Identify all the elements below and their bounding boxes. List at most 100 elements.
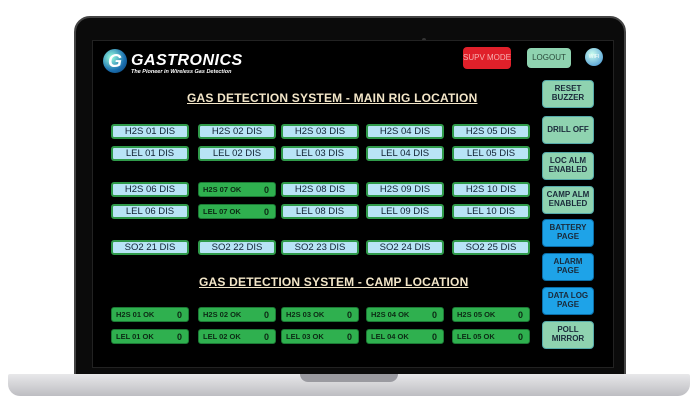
logo-globe-icon: G <box>103 49 127 73</box>
sensor-tile[interactable]: LEL 10 DIS <box>452 204 530 219</box>
sensor-value: 0 <box>263 331 269 342</box>
side-button-loc-alm-enabled[interactable]: LOC ALM ENABLED <box>542 152 594 180</box>
sensor-tile[interactable]: LEL 01 OK 0 <box>111 329 189 344</box>
sensor-label: H2S 02 DIS <box>211 126 263 137</box>
sensor-label: LEL 05 OK <box>457 332 495 341</box>
sensor-tile[interactable]: H2S 06 DIS <box>111 182 189 197</box>
sensor-label: LEL 10 DIS <box>466 206 516 217</box>
sensor-value: 0 <box>263 206 269 217</box>
sensor-tile[interactable]: H2S 10 DIS <box>452 182 530 197</box>
sensor-tile[interactable]: H2S 05 OK 0 <box>452 307 530 322</box>
side-button-battery-page[interactable]: BATTERY PAGE <box>542 219 594 247</box>
side-button-drill-off[interactable]: DRILL OFF <box>542 116 594 144</box>
sensor-value: 0 <box>263 184 269 195</box>
sensor-value: 0 <box>431 331 437 342</box>
side-button-reset-buzzer[interactable]: RESET BUZZER <box>542 80 594 108</box>
sensor-tile[interactable]: H2S 02 OK 0 <box>198 307 276 322</box>
wifi-icon[interactable]: WIFI <box>585 48 603 66</box>
hmi-screen: G GASTRONICS The Pioneer in Wireless Gas… <box>92 40 614 368</box>
brand-name: GASTRONICS <box>131 52 243 69</box>
laptop-base <box>8 374 690 396</box>
logout-button[interactable]: LOGOUT <box>527 48 571 68</box>
sensor-tile[interactable]: LEL 02 OK 0 <box>198 329 276 344</box>
side-button-alarm-page[interactable]: ALARM PAGE <box>542 253 594 281</box>
sensor-label: LEL 05 DIS <box>466 148 516 159</box>
sensor-tile[interactable]: LEL 03 DIS <box>281 146 359 161</box>
sensor-tile[interactable]: LEL 02 DIS <box>198 146 276 161</box>
sensor-label: SO2 25 DIS <box>465 242 517 253</box>
sensor-label: H2S 05 DIS <box>465 126 517 137</box>
sensor-label: H2S 06 DIS <box>124 184 176 195</box>
sensor-label: LEL 01 DIS <box>125 148 175 159</box>
sensor-value: 0 <box>517 309 523 320</box>
sensor-label: H2S 09 DIS <box>379 184 431 195</box>
supv-mode-button[interactable]: SUPV MODE <box>463 47 511 69</box>
sensor-label: H2S 10 DIS <box>465 184 517 195</box>
sensor-tile[interactable]: H2S 01 DIS <box>111 124 189 139</box>
sensor-tile[interactable]: H2S 03 DIS <box>281 124 359 139</box>
camp-title: GAS DETECTION SYSTEM - CAMP LOCATION <box>199 275 469 289</box>
sensor-label: H2S 04 DIS <box>379 126 431 137</box>
sensor-label: LEL 03 OK <box>286 332 324 341</box>
sensor-label: LEL 04 DIS <box>380 148 430 159</box>
sensor-tile[interactable]: H2S 08 DIS <box>281 182 359 197</box>
sensor-tile[interactable]: H2S 05 DIS <box>452 124 530 139</box>
side-button-data-log-page[interactable]: DATA LOG PAGE <box>542 287 594 315</box>
sensor-tile[interactable]: H2S 09 DIS <box>366 182 444 197</box>
sensor-label: H2S 02 OK <box>203 310 242 319</box>
sensor-label: LEL 01 OK <box>116 332 154 341</box>
sensor-label: LEL 09 DIS <box>380 206 430 217</box>
sensor-label: H2S 05 OK <box>457 310 496 319</box>
laptop-notch <box>300 374 398 382</box>
sensor-tile[interactable]: SO2 24 DIS <box>366 240 444 255</box>
sensor-tile[interactable]: H2S 04 DIS <box>366 124 444 139</box>
sensor-tile[interactable]: LEL 03 OK 0 <box>281 329 359 344</box>
sensor-label: LEL 03 DIS <box>295 148 345 159</box>
sensor-value: 0 <box>176 331 182 342</box>
sensor-tile[interactable]: SO2 23 DIS <box>281 240 359 255</box>
sensor-value: 0 <box>176 309 182 320</box>
sensor-tile[interactable]: LEL 05 DIS <box>452 146 530 161</box>
sensor-label: SO2 22 DIS <box>211 242 263 253</box>
sensor-label: LEL 07 OK <box>203 207 241 216</box>
sensor-tile[interactable]: SO2 25 DIS <box>452 240 530 255</box>
sensor-label: LEL 02 OK <box>203 332 241 341</box>
sensor-label: LEL 04 OK <box>371 332 409 341</box>
sensor-label: LEL 02 DIS <box>212 148 262 159</box>
sensor-label: H2S 01 OK <box>116 310 155 319</box>
sensor-label: SO2 21 DIS <box>124 242 176 253</box>
sensor-tile[interactable]: LEL 06 DIS <box>111 204 189 219</box>
main-rig-title: GAS DETECTION SYSTEM - MAIN RIG LOCATION <box>187 91 478 105</box>
side-button-poll-mirror[interactable]: POLL MIRROR <box>542 321 594 349</box>
sensor-value: 0 <box>346 309 352 320</box>
tagline: The Pioneer in Wireless Gas Detection <box>131 69 232 75</box>
side-button-camp-alm-enabled[interactable]: CAMP ALM ENABLED <box>542 186 594 214</box>
sensor-tile[interactable]: LEL 04 DIS <box>366 146 444 161</box>
sensor-label: LEL 08 DIS <box>295 206 345 217</box>
sensor-label: H2S 08 DIS <box>294 184 346 195</box>
sensor-tile[interactable]: LEL 05 OK 0 <box>452 329 530 344</box>
sensor-tile[interactable]: LEL 07 OK 0 <box>198 204 276 219</box>
sensor-label: H2S 03 OK <box>286 310 325 319</box>
sensor-value: 0 <box>517 331 523 342</box>
sensor-tile[interactable]: LEL 01 DIS <box>111 146 189 161</box>
logo: G GASTRONICS <box>103 49 243 73</box>
sensor-value: 0 <box>431 309 437 320</box>
sensor-tile[interactable]: LEL 09 DIS <box>366 204 444 219</box>
sensor-tile[interactable]: LEL 04 OK 0 <box>366 329 444 344</box>
sensor-label: LEL 06 DIS <box>125 206 175 217</box>
sensor-value: 0 <box>346 331 352 342</box>
sensor-tile[interactable]: H2S 03 OK 0 <box>281 307 359 322</box>
sensor-value: 0 <box>263 309 269 320</box>
sensor-label: H2S 01 DIS <box>124 126 176 137</box>
sensor-label: SO2 23 DIS <box>294 242 346 253</box>
sensor-tile[interactable]: SO2 21 DIS <box>111 240 189 255</box>
sensor-label: H2S 03 DIS <box>294 126 346 137</box>
sensor-tile[interactable]: LEL 08 DIS <box>281 204 359 219</box>
sensor-tile[interactable]: H2S 01 OK 0 <box>111 307 189 322</box>
sensor-label: SO2 24 DIS <box>379 242 431 253</box>
sensor-tile[interactable]: SO2 22 DIS <box>198 240 276 255</box>
sensor-tile[interactable]: H2S 02 DIS <box>198 124 276 139</box>
